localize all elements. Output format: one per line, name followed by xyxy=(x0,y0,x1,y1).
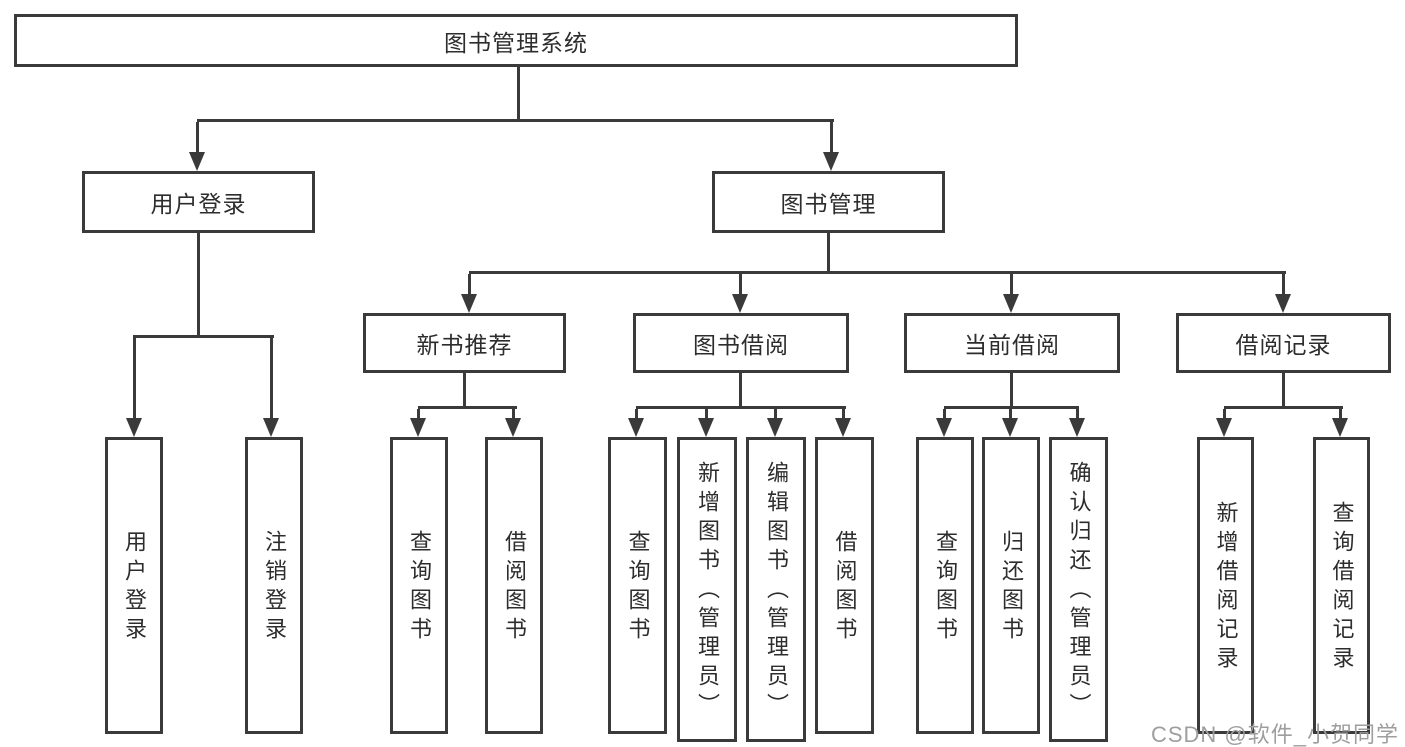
connector-stem xyxy=(1010,373,1013,409)
leaf-return-books: 归还图书 xyxy=(982,437,1040,734)
node-current-borrowing: 当前借阅 xyxy=(904,313,1120,373)
leaf-confirm-return-admin: 确认归还（管理员） xyxy=(1049,437,1108,742)
node-label: 图书借阅 xyxy=(693,332,789,358)
node-label: 归还图书 xyxy=(999,529,1024,646)
node-book-management-branch: 图书管理 xyxy=(712,171,945,233)
arrow-down-icon xyxy=(1003,274,1020,313)
node-label: 新书推荐 xyxy=(416,332,513,358)
arrow-down-icon xyxy=(1069,409,1086,437)
csdn-watermark: CSDN @软件_小贺同学 xyxy=(1150,722,1399,747)
connector-stem xyxy=(739,373,742,409)
leaf-logout: 注销登录 xyxy=(245,437,303,734)
leaf-query-borrow-record: 查询借阅记录 xyxy=(1313,437,1370,734)
arrow-down-icon xyxy=(767,409,784,437)
arrow-down-icon xyxy=(505,409,522,437)
node-label: 查询图书 xyxy=(625,529,651,646)
node-label: 借阅图书 xyxy=(502,529,527,646)
arrow-down-icon xyxy=(263,338,280,437)
node-user-login-branch: 用户登录 xyxy=(82,171,315,233)
node-label: 新增图书（管理员） xyxy=(695,461,720,722)
leaf-borrow-books-borrowing: 借阅图书 xyxy=(815,437,874,734)
node-label: 查询借阅记录 xyxy=(1329,500,1355,675)
node-label: 确认归还（管理员） xyxy=(1066,461,1092,722)
leaf-edit-books-admin: 编辑图书（管理员） xyxy=(746,437,806,742)
connector-rail xyxy=(418,406,517,409)
leaf-query-books-borrowing: 查询图书 xyxy=(608,437,667,734)
arrow-down-icon xyxy=(732,274,749,313)
node-label: 图书管理 xyxy=(780,191,877,217)
arrow-down-icon xyxy=(1002,409,1019,437)
connector-stem xyxy=(463,373,466,409)
connector-rail xyxy=(1224,406,1343,409)
leaf-query-books-recommend: 查询图书 xyxy=(390,437,448,734)
node-label: 用户登录 xyxy=(122,529,147,646)
connector-rail xyxy=(469,271,1286,274)
connector-stem xyxy=(1282,373,1285,409)
arrow-down-icon xyxy=(1275,274,1292,313)
leaf-user-login: 用户登录 xyxy=(105,437,163,734)
node-label: 查询图书 xyxy=(933,529,958,646)
arrow-down-icon xyxy=(1216,409,1233,437)
connector-rail xyxy=(636,406,846,409)
node-label: 编辑图书（管理员） xyxy=(764,461,789,722)
arrow-down-icon xyxy=(698,409,715,437)
node-book-borrowing: 图书借阅 xyxy=(633,313,849,373)
arrow-down-icon xyxy=(189,122,206,171)
node-label: 注销登录 xyxy=(262,529,287,646)
node-label: 图书管理系统 xyxy=(444,29,588,56)
arrow-down-icon xyxy=(410,409,427,437)
leaf-add-books-admin: 新增图书（管理员） xyxy=(677,437,737,742)
leaf-query-books-current: 查询图书 xyxy=(916,437,974,734)
arrow-down-icon xyxy=(835,409,852,437)
connector-stem xyxy=(197,233,200,335)
arrow-down-icon xyxy=(936,409,953,437)
node-new-book-recommendation: 新书推荐 xyxy=(363,313,566,373)
arrow-down-icon xyxy=(461,274,478,313)
arrow-down-icon xyxy=(628,409,645,437)
node-label: 用户登录 xyxy=(150,191,247,217)
connector-stem xyxy=(517,67,520,120)
node-label: 查询图书 xyxy=(407,529,432,646)
arrow-down-icon xyxy=(1332,409,1349,437)
arrow-down-icon xyxy=(126,338,143,437)
node-system-root: 图书管理系统 xyxy=(14,14,1018,67)
connector-rail xyxy=(133,335,274,338)
leaf-borrow-books-recommend: 借阅图书 xyxy=(485,437,543,734)
connector-rail xyxy=(944,406,1079,409)
node-borrowing-records: 借阅记录 xyxy=(1176,313,1391,373)
connector-rail xyxy=(197,119,834,122)
node-label: 新增借阅记录 xyxy=(1213,500,1239,675)
node-label: 借阅记录 xyxy=(1235,332,1332,358)
node-label: 借阅图书 xyxy=(832,529,858,646)
node-label: 当前借阅 xyxy=(964,332,1060,358)
arrow-down-icon xyxy=(823,122,840,171)
leaf-add-borrow-record: 新增借阅记录 xyxy=(1197,437,1254,734)
connector-stem xyxy=(827,233,830,274)
